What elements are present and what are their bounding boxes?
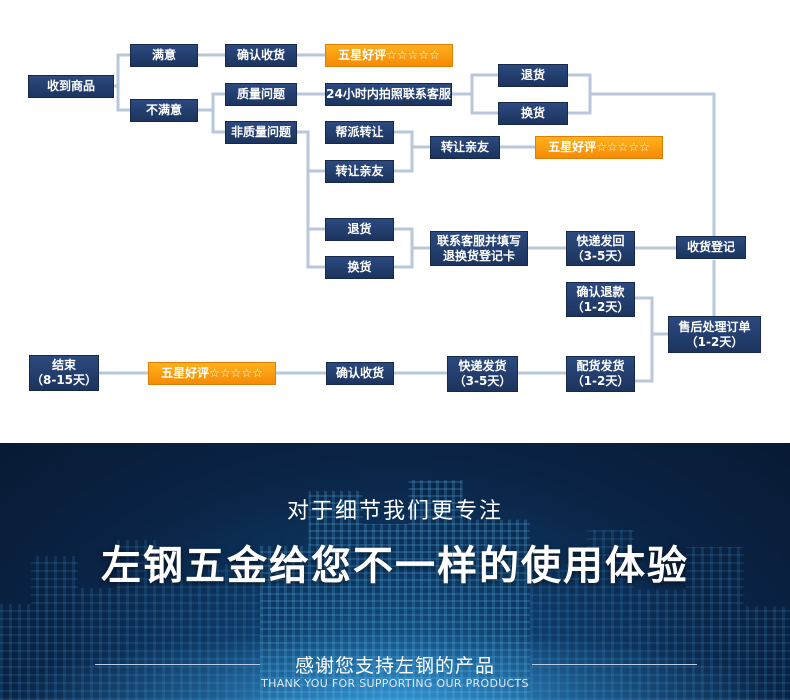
express-back-line1: 快递发回	[576, 233, 625, 248]
five-star-review-bottom-badge: 五星好评☆☆☆☆☆	[148, 362, 276, 385]
contact-fill-form-node: 联系客服并填写 退换货登记卡	[430, 231, 528, 266]
help-transfer-node: 帮派转让	[325, 121, 394, 144]
express-ship-node: 快递发货 （3-5天）	[447, 356, 518, 392]
express-back-node: 快递发回 （3-5天）	[566, 231, 635, 266]
flow-connectors	[99, 53, 716, 383]
city-skyline-left	[0, 540, 260, 700]
received-goods-node: 收到商品	[28, 75, 114, 98]
aftersale-flowchart: 收到商品 满意 不满意 确认收货 五星好评☆☆☆☆☆ 质量问题 非质量问题 24…	[28, 44, 761, 392]
confirm-refund-line1: 确认退款	[576, 284, 625, 299]
ship-out-node: 配货发货 （1-2天）	[566, 356, 635, 392]
not-satisfied-node: 不满意	[130, 99, 198, 122]
five-star-review-mid-badge: 五星好评☆☆☆☆☆	[535, 136, 663, 159]
end-node: 结束 （8-15天）	[29, 355, 99, 391]
non-quality-issue-node: 非质量问题	[225, 121, 297, 144]
aftersale-order-node: 售后处理订单 （1-2天）	[668, 316, 761, 353]
express-back-line2: （3-5天）	[571, 248, 630, 263]
photo-contact-service-node: 24小时内拍照联系客服	[325, 83, 452, 106]
exchange-top-node: 换货	[498, 102, 568, 125]
thanks-text: 感谢您支持左钢的产品	[294, 655, 495, 677]
transfer-friends-left-node: 转让亲友	[325, 160, 394, 183]
confirm-receipt-top-node: 确认收货	[225, 44, 297, 67]
five-star-review-top-badge: 五星好评☆☆☆☆☆	[325, 44, 453, 67]
quality-issue-node: 质量问题	[225, 83, 297, 106]
transfer-friends-node: 转让亲友	[430, 136, 500, 159]
divider-left	[95, 664, 260, 665]
confirm-refund-line2: （1-2天）	[571, 299, 630, 314]
aftersale-line2: （1-2天）	[685, 334, 744, 349]
banner-subtitle: 对于细节我们更专注	[286, 499, 503, 524]
end-line2: （8-15天）	[30, 373, 98, 387]
confirm-refund-node: 确认退款 （1-2天）	[566, 282, 635, 317]
satisfied-node: 满意	[130, 44, 198, 67]
end-line1: 结束	[51, 358, 76, 372]
contact-fill-line1: 联系客服并填写	[436, 233, 521, 248]
glow-floor	[0, 630, 790, 700]
confirm-receipt-bottom-node: 确认收货	[326, 362, 394, 385]
return-top-node: 退货	[498, 64, 568, 87]
thanks-english-text: THANK YOU FOR SUPPORTING OUR PRODUCTS	[261, 677, 529, 690]
banner-title: 左钢五金给您不一样的使用体验	[101, 543, 689, 589]
brand-banner: 对于细节我们更专注 左钢五金给您不一样的使用体验 感谢您支持左钢的产品 THAN…	[0, 443, 790, 700]
receipt-register-node: 收货登记	[676, 236, 746, 259]
aftersale-line1: 售后处理订单	[678, 319, 751, 334]
express-ship-line2: （3-5天）	[453, 374, 512, 388]
contact-fill-line2: 退换货登记卡	[442, 248, 515, 263]
express-ship-line1: 快递发货	[458, 359, 507, 373]
exchange-mid-node: 换货	[325, 256, 394, 279]
divider-right	[532, 664, 697, 665]
ship-out-line1: 配货发货	[576, 359, 625, 373]
return-mid-node: 退货	[325, 218, 394, 241]
ship-out-line2: （1-2天）	[571, 374, 630, 388]
